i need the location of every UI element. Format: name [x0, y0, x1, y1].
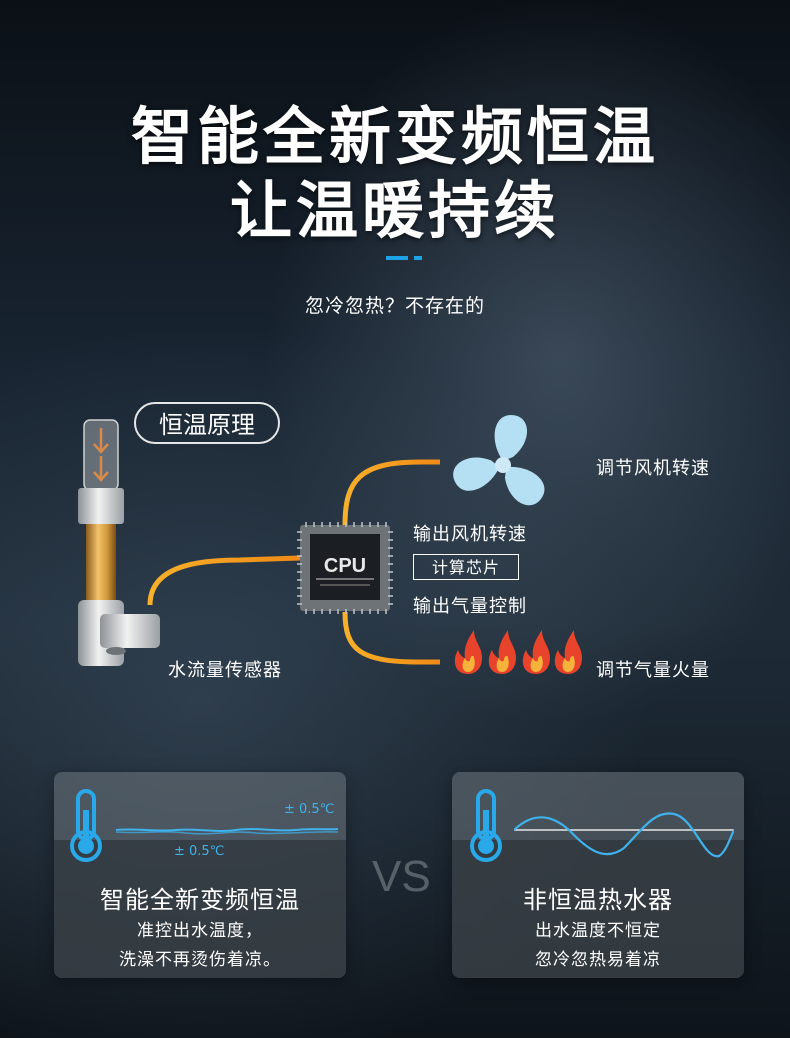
page-title-line2: 让温暖持续 — [229, 174, 560, 247]
flame-icon — [454, 630, 582, 674]
stable-temp-wave — [116, 828, 338, 835]
fan-output-label: 输出风机转速 — [413, 524, 527, 545]
gas-output-label: 输出气量控制 — [413, 596, 527, 617]
accent-bar — [386, 256, 408, 260]
thermostat-diagram: CPU — [78, 415, 582, 674]
thermometer-icon — [470, 789, 502, 862]
non-constant-temp-title: 非恒温热水器 — [523, 886, 673, 914]
accent-bar-dot — [414, 256, 422, 260]
vs-label: VS — [372, 852, 431, 901]
non-constant-temp-desc-1: 出水温度不恒定 — [535, 921, 661, 941]
gas-result-label: 调节气量火量 — [596, 660, 710, 681]
sensor-pipe — [147, 555, 301, 606]
principle-label: 恒温原理 — [134, 402, 280, 444]
fan-icon — [453, 415, 545, 506]
fan-result-label: 调节风机转速 — [596, 458, 710, 479]
gas-pipe — [342, 611, 440, 665]
non-constant-temp-desc-2: 忽冷忽热易着凉 — [535, 950, 661, 970]
flow-sensor-icon — [78, 419, 160, 666]
constant-temp-title: 智能全新变频恒温 — [100, 886, 300, 914]
constant-temp-card: ± 0.5℃ ± 0.5℃ 智能全新变频恒温 准控出水温度， 洗澡不再烫伤着凉。 — [54, 772, 346, 978]
sensor-label: 水流量传感器 — [168, 660, 282, 681]
cpu-text: CPU — [324, 555, 366, 577]
chip-label: 计算芯片 — [413, 554, 519, 580]
fluctuating-temp-wave — [514, 812, 734, 858]
cpu-chip-icon: CPU — [297, 522, 393, 614]
constant-temp-desc-1: 准控出水温度， — [137, 921, 263, 941]
thermometer-icon — [70, 789, 102, 862]
subtitle: 忽冷忽热？不存在的 — [304, 295, 485, 317]
page-title: 智能全新变频恒温 — [130, 100, 659, 173]
tolerance-upper: ± 0.5℃ — [284, 802, 335, 817]
tolerance-lower: ± 0.5℃ — [174, 844, 225, 859]
constant-temp-desc-2: 洗澡不再烫伤着凉。 — [119, 950, 281, 970]
fan-pipe — [342, 459, 440, 526]
non-constant-temp-card: 非恒温热水器 出水温度不恒定 忽冷忽热易着凉 — [452, 772, 744, 978]
